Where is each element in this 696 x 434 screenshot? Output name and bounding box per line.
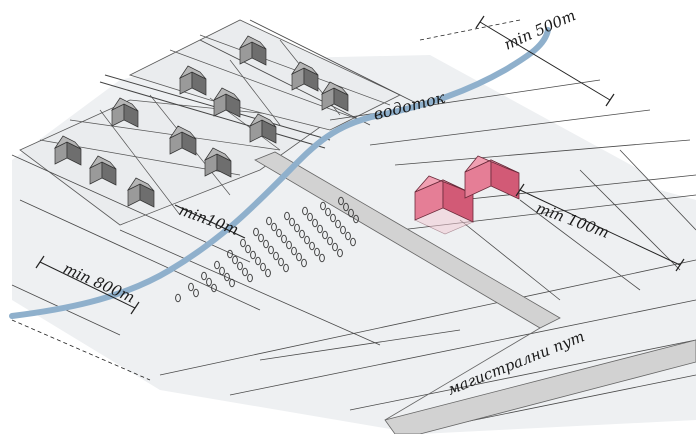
plant-mark: [276, 228, 282, 238]
plant-mark: [214, 260, 220, 270]
house: [320, 81, 349, 112]
main-road-segment-1: [254, 151, 561, 329]
plant-mark: [350, 237, 356, 247]
plant-mark: [348, 208, 354, 218]
dimension-lines: [11, 15, 685, 381]
plant-mark: [255, 256, 261, 266]
plant-mark: [325, 207, 331, 217]
plant-mark: [332, 242, 338, 252]
house: [178, 65, 207, 96]
plant-mark: [330, 213, 336, 223]
house: [53, 135, 82, 166]
plant-mark: [284, 211, 290, 221]
farm-building-1: [414, 175, 474, 235]
plant-mark: [319, 253, 325, 263]
farm-buildings: [414, 155, 520, 235]
plant-mark: [278, 257, 284, 267]
plant-mark: [271, 222, 277, 232]
plant-mark: [301, 258, 307, 268]
plant-mark: [314, 247, 320, 257]
house: [168, 125, 197, 156]
plant-mark: [206, 277, 212, 287]
plant-mark: [247, 273, 253, 283]
plant-mark: [343, 202, 349, 212]
plant-mark: [245, 244, 251, 254]
plant-mark: [317, 224, 323, 234]
plant-mark: [201, 271, 207, 281]
plant-mark: [283, 263, 289, 273]
plant-mark: [307, 212, 313, 222]
plant-mark: [309, 241, 315, 251]
plant-mark: [258, 233, 264, 243]
plant-mark: [242, 267, 248, 277]
main-road-segment-2: [384, 339, 696, 434]
dim-10-line: [174, 204, 246, 239]
farm-building-2: [464, 155, 520, 200]
plant-mark: [340, 225, 346, 235]
plant-mark: [219, 266, 225, 276]
house: [203, 147, 232, 178]
plant-mark: [289, 217, 295, 227]
plant-mark: [353, 214, 359, 224]
plant-mark: [294, 223, 300, 233]
plant-mark: [260, 262, 266, 272]
plant-mark: [237, 261, 243, 271]
plant-mark: [296, 252, 302, 262]
plant-mark: [281, 234, 287, 244]
plant-mark: [286, 240, 292, 250]
watercourse-river: [9, 27, 551, 319]
plant-mark: [302, 206, 308, 216]
ground-parcels: [11, 19, 696, 434]
plant-mark: [327, 236, 333, 246]
house: [290, 61, 319, 92]
plant-mark: [320, 201, 326, 211]
plant-mark: [266, 216, 272, 226]
plant-mark: [291, 246, 297, 256]
plant-mark: [250, 250, 256, 260]
plant-mark: [211, 283, 217, 293]
plant-mark: [188, 282, 194, 292]
plant-mark: [322, 230, 328, 240]
field-strip-lines: [11, 19, 696, 426]
plant-mark: [299, 229, 305, 239]
plant-mark: [240, 238, 246, 248]
house: [110, 97, 139, 128]
plant-mark: [227, 249, 233, 259]
house: [248, 113, 277, 144]
plant-mark: [265, 268, 271, 278]
plant-mark: [224, 272, 230, 282]
plant-mark: [193, 288, 199, 298]
plant-mark: [312, 218, 318, 228]
plant-mark: [337, 248, 343, 258]
plant-mark: [253, 227, 259, 237]
plant-mark: [175, 293, 181, 303]
plant-mark: [345, 231, 351, 241]
house: [212, 87, 241, 118]
grey-houses: [53, 35, 349, 208]
plant-mark: [229, 278, 235, 288]
plant-mark: [273, 251, 279, 261]
main-road: [254, 151, 696, 434]
dim-100-line: [519, 189, 681, 266]
plant-mark: [338, 196, 344, 206]
house: [126, 177, 155, 208]
house: [88, 155, 117, 186]
house: [238, 35, 267, 66]
plant-mark: [263, 239, 269, 249]
dim-800-line: [39, 261, 136, 309]
plant-mark: [232, 255, 238, 265]
plant-mark: [304, 235, 310, 245]
plant-mark: [268, 245, 274, 255]
dim-500-line: [479, 21, 611, 101]
plant-mark: [335, 219, 341, 229]
plantation-field: [175, 196, 359, 303]
